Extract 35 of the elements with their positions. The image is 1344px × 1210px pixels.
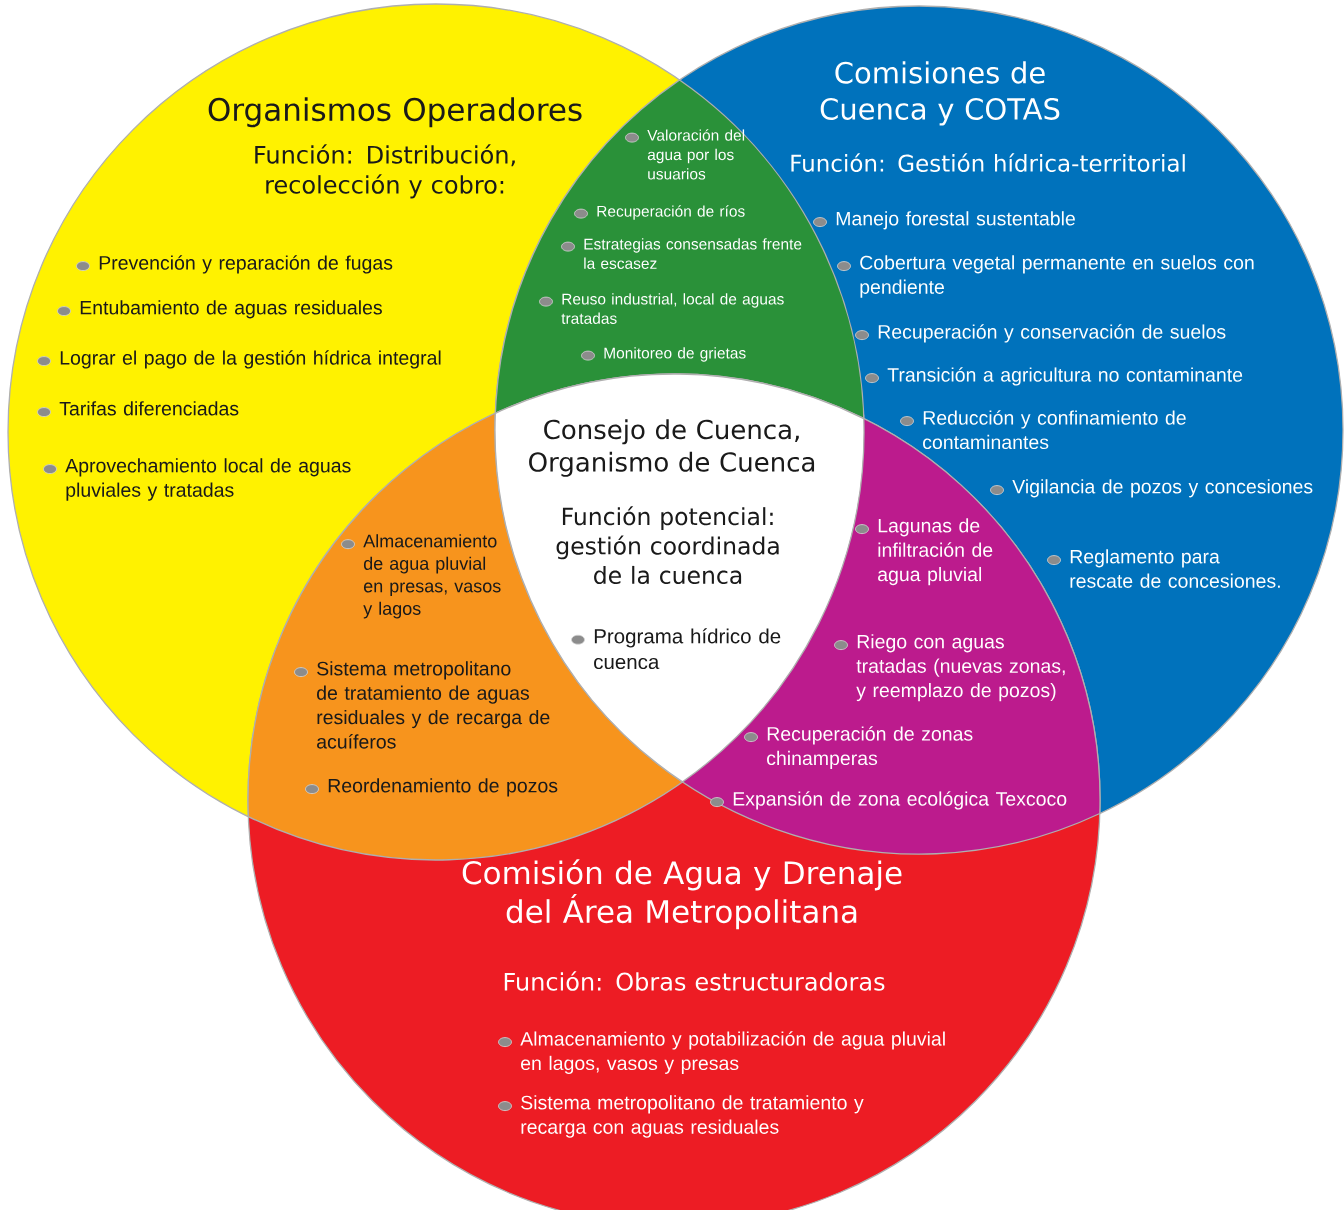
bullet-text: Manejo forestal sustentable <box>836 211 1075 230</box>
bullet-text: Vigilancia de pozos y concesiones <box>1012 479 1313 498</box>
function-subtitle: Función: Obras estructuradoras <box>504 971 885 991</box>
bullet-text: Entubamiento de aguas residuales <box>80 300 382 319</box>
region-title: Comisiones de Cuenca y COTAS <box>820 61 1060 126</box>
bullet-text: Lagunas de infiltración de agua pluvial <box>878 518 993 586</box>
bullet-text: Recuperación y conservación de suelos <box>878 324 1226 343</box>
bullet-text: Sistema metropolitano de tratamiento y recarga con aguas residuales <box>521 1095 864 1138</box>
bullet-text: Reducción y confinamiento de contaminantes <box>923 410 1186 450</box>
bullet-text: Almacenamiento y potabilización de agua pluvial en lagos, vasos y presas <box>520 1031 945 1074</box>
bullet-text: Almacenamiento de agua pluvial en presas, vasos y lagos <box>363 534 501 619</box>
bullet-text: Expansión de zona ecológica Texcoco <box>733 791 1067 810</box>
bullet-text: Transición a agricultura no contaminante <box>887 367 1243 386</box>
bullet-text: Cobertura vegetal permanente en suelos con pendiente <box>860 255 1254 298</box>
bullet-text: Aprovechamiento local de aguas pluviales y tratadas <box>65 458 351 501</box>
bullet-text: Programa hídrico de cuenca <box>594 628 781 670</box>
region-title: Consejo de Cuenca, Organismo de Cuenca <box>529 419 815 477</box>
function-subtitle: Función potencial: gestión coordinada de la cuenca <box>556 506 779 585</box>
bullet-text: Riego con aguas tratadas (nuevas zonas, y reemplazo de pozos) <box>856 634 1065 702</box>
bullet-text: Reglamento para rescate de concesiones. <box>1070 549 1280 588</box>
bullet-text: Recuperación de ríos <box>597 205 745 220</box>
bullet-text: Lograr el pago de la gestión hídrica integral <box>60 350 441 369</box>
region-title: Organismos Operadores <box>208 97 582 128</box>
bullet-text: Reuso industrial, local de aguas tratadas <box>561 293 784 324</box>
bullet-text: Sistema metropolitano de tratamiento de aguas residuales y de recarga de acuíferos <box>317 661 550 749</box>
bullet-text: Prevención y reparación de fugas <box>99 255 393 274</box>
bullet-text: Estrategias consensadas frente la escasez <box>584 238 802 269</box>
bullet-text: Monitoreo de grietas <box>604 347 746 362</box>
bullet-text: Valoración del agua por los usuarios <box>647 129 745 180</box>
region-title: Comisión de Agua y Drenaje del Área Metropolitana <box>462 859 902 930</box>
bullet-text: Recuperación de zonas chinamperas <box>767 726 973 769</box>
bullet-text: Tarifas diferenciadas <box>59 401 239 416</box>
function-subtitle: Función: Gestión hídrica-territorial <box>791 153 1185 172</box>
function-subtitle: Función: Distribución, recolección y cobro: <box>255 144 515 199</box>
bullet-text: Reordenamiento de pozos <box>328 778 558 797</box>
